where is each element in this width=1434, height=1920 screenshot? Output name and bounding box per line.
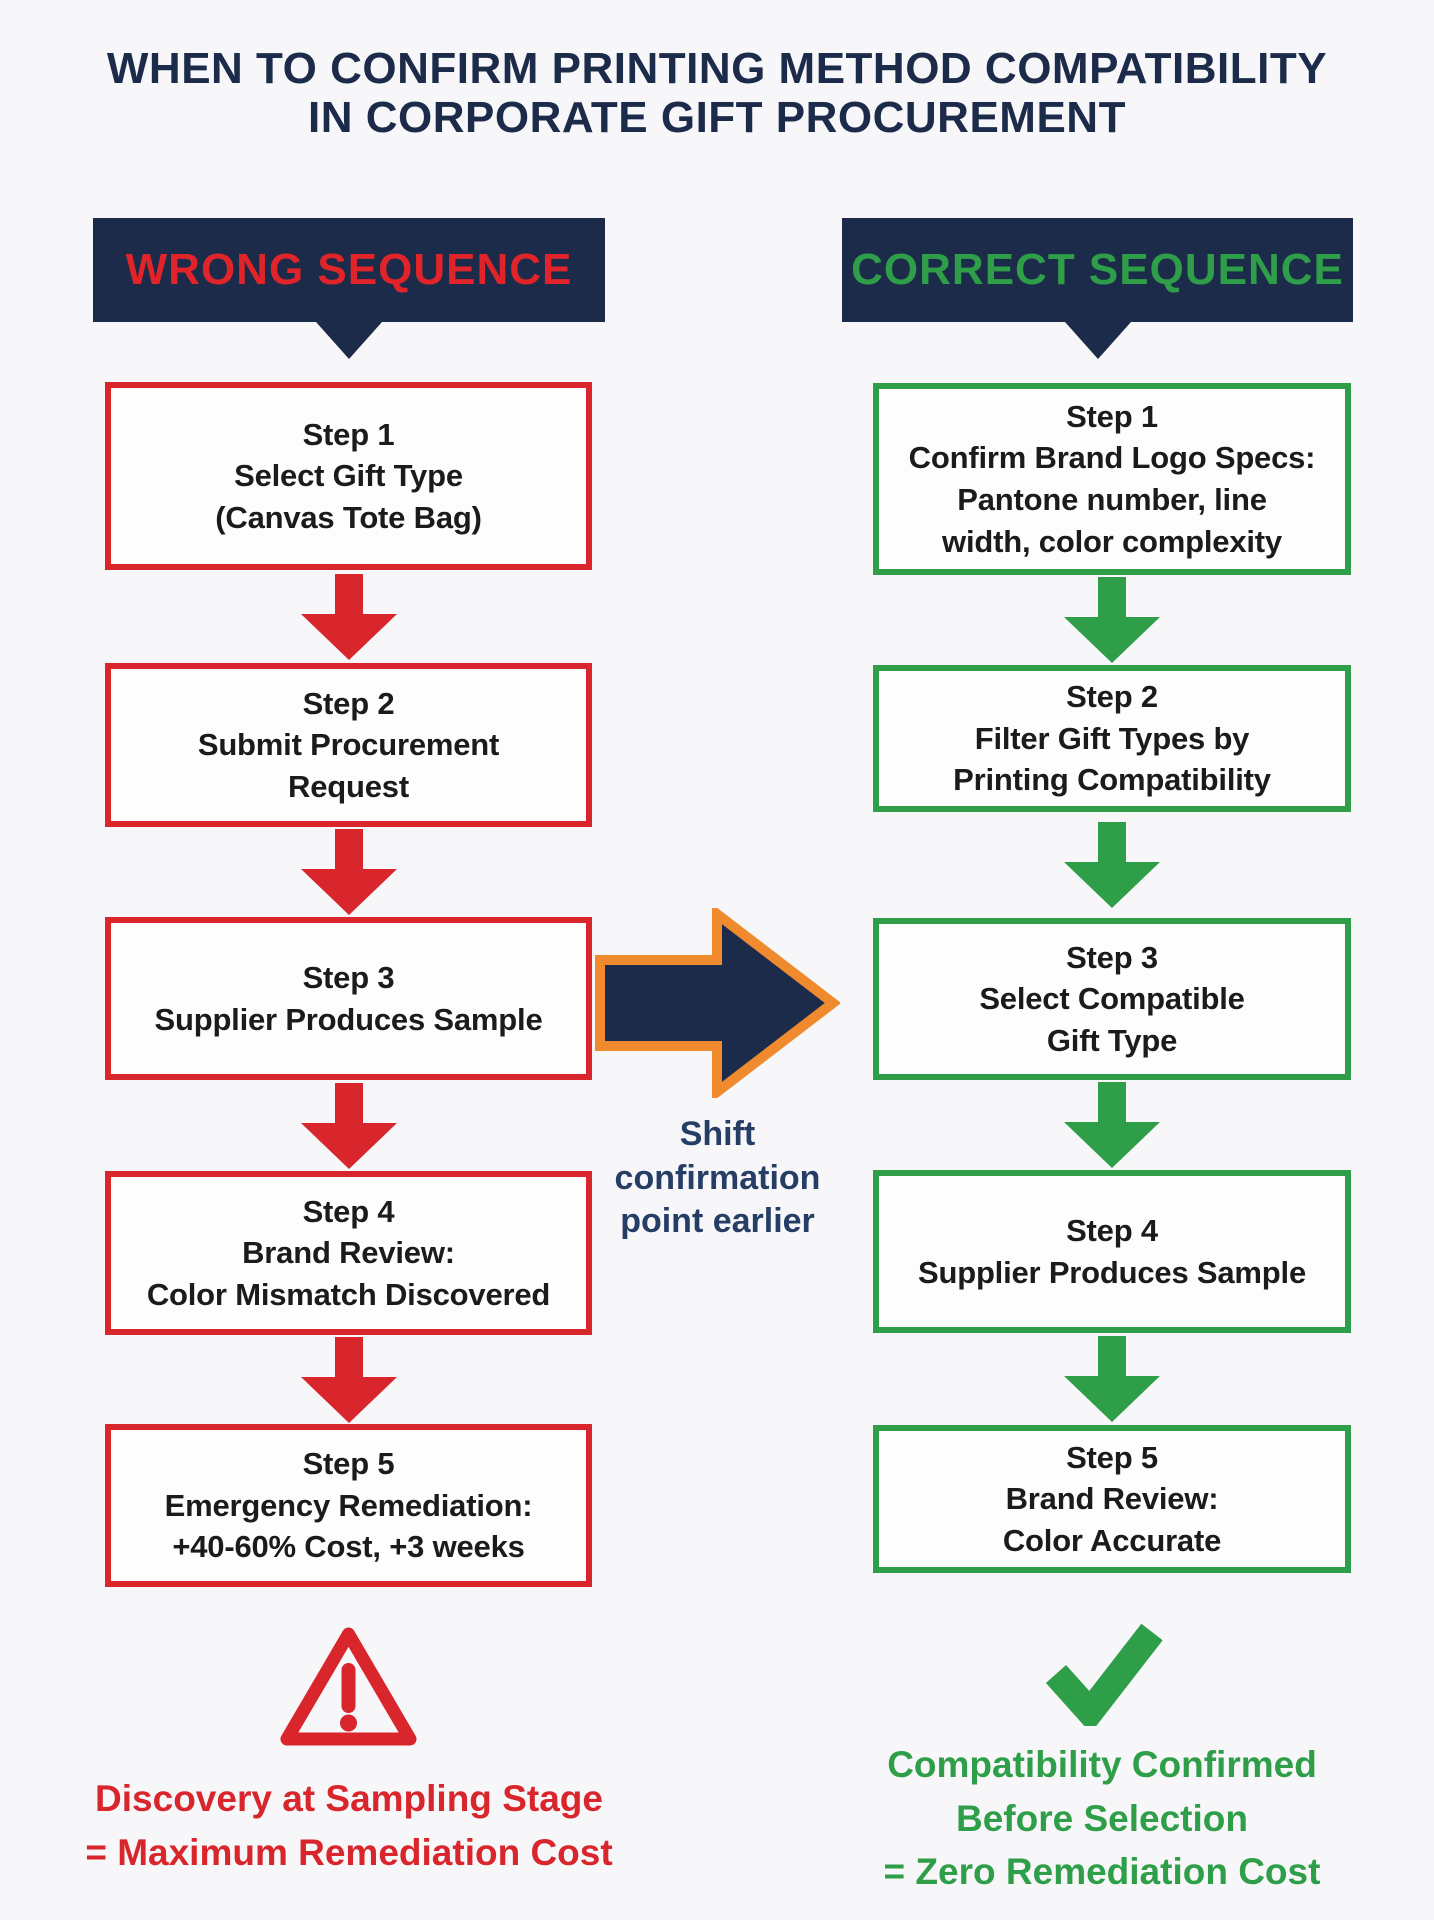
wrong-steps: Step 1 Select Gift Type (Canvas Tote Bag… (105, 322, 592, 1587)
step-title: Step 4 (302, 1193, 395, 1229)
correct-sequence-header: CORRECT SEQUENCE (851, 245, 1344, 294)
correct-footer-line: = Zero Remediation Cost (883, 1851, 1321, 1893)
down-arrow-icon (300, 1336, 397, 1423)
step-title: Step 3 (1066, 939, 1158, 975)
wrong-sequence-column: WRONG SEQUENCE Step 1 Select Gift Type (… (93, 218, 605, 1587)
correct-step-2-box: Step 2 Filter Gift Types by Printing Com… (873, 665, 1351, 812)
wrong-footer-line: = Maximum Remediation Cost (85, 1831, 613, 1873)
correct-step-4-box: Step 4 Supplier Produces Sample (873, 1170, 1351, 1333)
step-line: Color Accurate (1002, 1522, 1222, 1558)
correct-footer-line: Compatibility Confirmed (887, 1744, 1317, 1785)
down-arrow-icon (300, 573, 397, 660)
wrong-sequence-header: WRONG SEQUENCE (125, 245, 573, 294)
warning-triangle-icon (280, 1627, 417, 1746)
step-title: Step 3 (302, 959, 395, 995)
correct-sequence-column: CORRECT SEQUENCE Step 1 Confirm Brand Lo… (842, 218, 1353, 1573)
step-title: Step 1 (1066, 398, 1158, 434)
step-line: Gift Type (1046, 1022, 1178, 1058)
flow-gap (105, 827, 592, 917)
wrong-step-4-box: Step 4 Brand Review: Color Mismatch Disc… (105, 1171, 592, 1335)
step-title: Step 2 (302, 685, 395, 721)
step-line: Printing Compatibility (953, 762, 1271, 798)
step-line: Brand Review: (242, 1235, 455, 1271)
center-caption-line: point earlier (620, 1202, 815, 1241)
step-line: Select Compatible (979, 981, 1245, 1017)
center-caption-line: Shift (679, 1115, 756, 1153)
down-arrow-icon (300, 829, 397, 915)
step-title: Step 5 (302, 1446, 395, 1482)
step-line: Confirm Brand Logo Specs: (908, 440, 1316, 476)
step-line: Select Gift Type (234, 458, 463, 494)
step-line: Filter Gift Types by (974, 720, 1250, 756)
step-line: Submit Procurement (197, 727, 500, 763)
step-line: Brand Review: (1005, 1481, 1219, 1517)
step-line: (Canvas Tote Bag) (215, 499, 482, 535)
wrong-step-2-box: Step 2 Submit Procurement Request (105, 663, 592, 827)
wrong-step-1-box: Step 1 Select Gift Type (Canvas Tote Bag… (105, 382, 592, 570)
down-arrow-icon (300, 1082, 397, 1169)
page-title-line-1: WHEN TO CONFIRM PRINTING METHOD COMPATIB… (106, 44, 1328, 93)
correct-step-5-box: Step 5 Brand Review: Color Accurate (873, 1425, 1351, 1573)
step-title: Step 1 (302, 416, 395, 452)
wrong-sequence-banner: WRONG SEQUENCE (93, 218, 605, 359)
down-arrow-icon (1064, 1336, 1160, 1422)
down-arrow-icon (1064, 1082, 1160, 1168)
wrong-step-5-box: Step 5 Emergency Remediation: +40-60% Co… (105, 1424, 592, 1587)
step-line: +40-60% Cost, +3 weeks (172, 1529, 525, 1565)
wrong-step-3-box: Step 3 Supplier Produces Sample (105, 917, 592, 1080)
correct-footer-line: Before Selection (956, 1797, 1248, 1839)
flow-gap (873, 812, 1351, 918)
flow-gap (105, 570, 592, 663)
flow-gap (873, 575, 1351, 665)
step-line: Emergency Remediation: (164, 1487, 533, 1523)
step-title: Step 2 (1066, 679, 1158, 715)
page-title: WHEN TO CONFIRM PRINTING METHOD COMPATIB… (0, 44, 1434, 143)
step-title: Step 4 (1066, 1212, 1158, 1248)
step-line: Color Mismatch Discovered (146, 1276, 551, 1312)
wrong-footer-caption: Discovery at Sampling Stage = Maximum Re… (63, 1772, 635, 1879)
check-icon (1045, 1623, 1163, 1726)
step-line: Request (288, 768, 409, 804)
flow-gap (105, 1080, 592, 1171)
step-line: width, color complexity (942, 523, 1282, 559)
flow-gap (105, 1335, 592, 1424)
down-arrow-icon (1064, 577, 1160, 663)
step-line: Pantone number, line (957, 482, 1267, 517)
correct-sequence-banner: CORRECT SEQUENCE (842, 218, 1353, 359)
flow-gap (873, 1080, 1351, 1170)
correct-steps: Step 1 Confirm Brand Logo Specs: Pantone… (873, 322, 1351, 1573)
center-caption: Shift confirmation point earlier (530, 1113, 905, 1244)
page-title-line-2: IN CORPORATE GIFT PROCUREMENT (308, 93, 1126, 143)
right-arrow-icon (595, 908, 840, 1098)
step-title: Step 5 (1066, 1439, 1158, 1475)
step-line: Supplier Produces Sample (918, 1254, 1306, 1290)
wrong-footer-line: Discovery at Sampling Stage (95, 1778, 603, 1819)
center-caption-line: confirmation (614, 1158, 821, 1197)
correct-footer-caption: Compatibility Confirmed Before Selection… (832, 1738, 1372, 1899)
correct-step-3-box: Step 3 Select Compatible Gift Type (873, 918, 1351, 1080)
down-arrow-icon (1064, 822, 1160, 908)
correct-step-1-box: Step 1 Confirm Brand Logo Specs: Pantone… (873, 383, 1351, 575)
flow-gap (873, 1333, 1351, 1425)
step-line: Supplier Produces Sample (154, 1001, 543, 1037)
